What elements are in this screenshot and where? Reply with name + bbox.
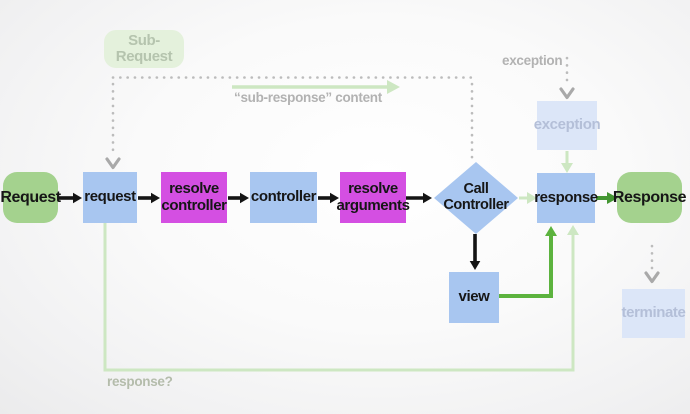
node-call-controller-label: Call Controller [443, 181, 509, 213]
gray-chevron-arrowheads [105, 87, 660, 284]
call-controller-diamond [434, 162, 518, 234]
node-terminate: terminate [622, 289, 686, 338]
response-question-loop [103, 223, 579, 372]
node-resolve-arguments: resolve arguments [336, 172, 410, 223]
node-request-terminal: Request [0, 172, 61, 223]
main-flow-arrows [59, 192, 481, 270]
node-resolve-controller: resolve controller [161, 172, 227, 223]
exception-event-label: exception [502, 53, 563, 68]
node-view: view [449, 272, 499, 323]
node-sub-request: Sub-Request [104, 30, 184, 68]
node-controller: controller [250, 172, 317, 223]
sub-request-dotted-path [111, 76, 474, 160]
response-question-label: response? [107, 374, 173, 389]
sub-response-content-label: “sub-response” content [234, 90, 382, 105]
node-response-terminal: Response [613, 172, 687, 223]
node-request: request [83, 172, 137, 223]
view-to-response-arrow [498, 226, 557, 298]
node-exception: exception [534, 101, 601, 150]
node-response: response [534, 173, 598, 223]
